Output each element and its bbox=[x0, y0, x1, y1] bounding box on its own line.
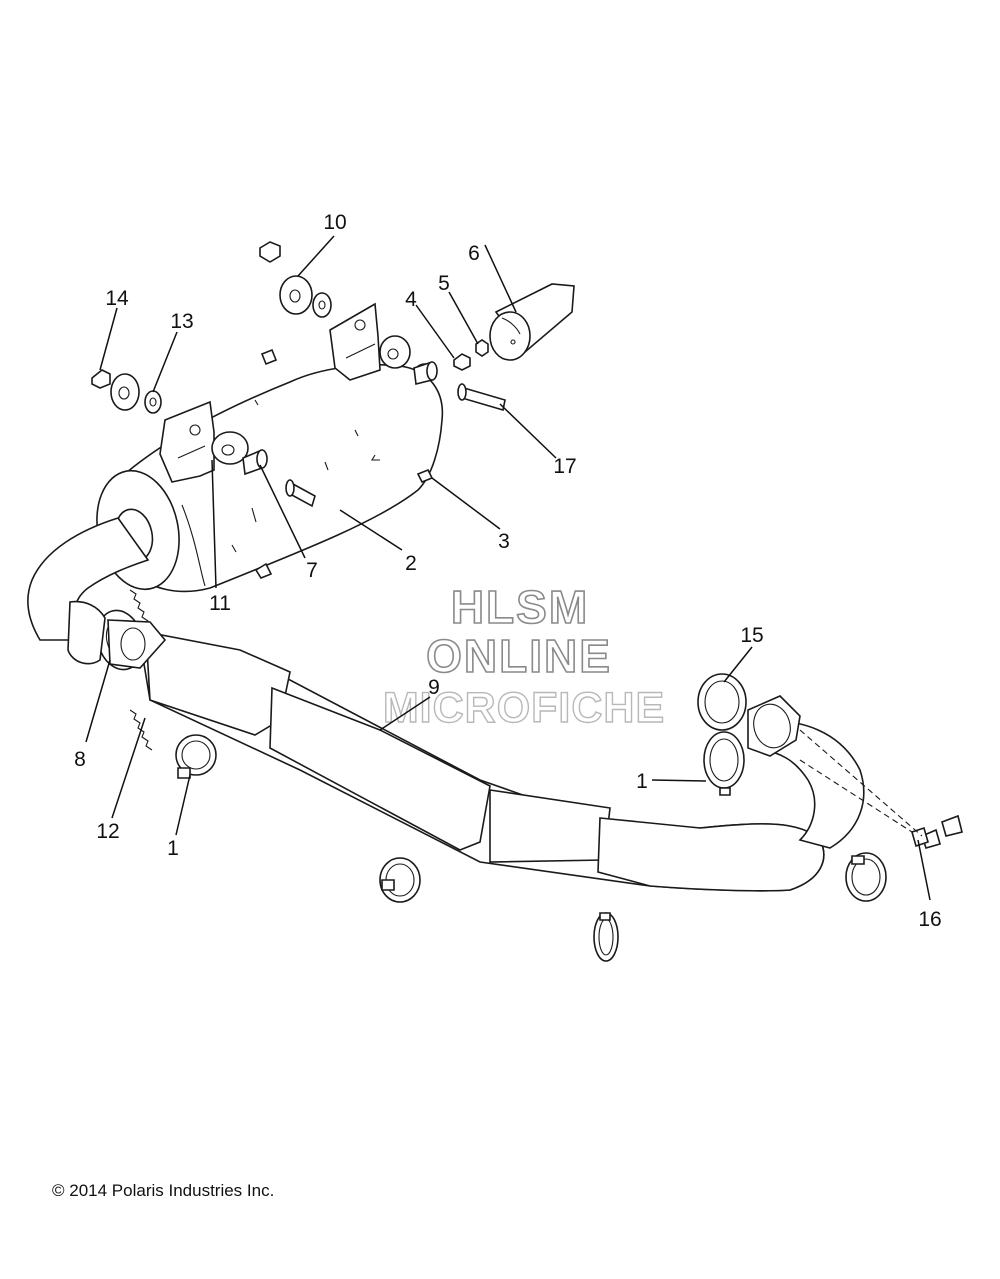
head-pipe-part bbox=[107, 619, 865, 892]
nut-part bbox=[91, 241, 471, 389]
watermark: HLSM ONLINE MICROFICHE bbox=[382, 580, 665, 733]
spacer-part bbox=[242, 361, 438, 476]
callout-1b: 1 bbox=[167, 837, 179, 860]
callout-15: 15 bbox=[740, 624, 763, 647]
callout-10: 10 bbox=[323, 211, 346, 234]
watermark-line-1: HLSM bbox=[451, 581, 589, 633]
hex-bolt-part bbox=[254, 348, 434, 579]
callout-17: 17 bbox=[553, 455, 576, 478]
callout-3: 3 bbox=[498, 530, 510, 553]
callout-labels: 10 6 14 13 4 5 17 3 7 2 11 15 9 8 1 12 1… bbox=[74, 211, 942, 931]
watermark-line-2: ONLINE bbox=[426, 630, 612, 682]
callout-14: 14 bbox=[105, 287, 129, 310]
callout-1a: 1 bbox=[636, 770, 648, 793]
gasket-part bbox=[697, 673, 747, 731]
callout-9: 9 bbox=[428, 676, 440, 699]
watermark-line-3: MICROFICHE bbox=[383, 684, 665, 732]
rubber-grommet-part bbox=[110, 275, 313, 411]
callout-12: 12 bbox=[96, 820, 119, 843]
callout-7: 7 bbox=[306, 559, 318, 582]
washer-part bbox=[144, 292, 332, 414]
flange-bolt-part bbox=[799, 729, 963, 849]
callout-2: 2 bbox=[405, 552, 417, 575]
callout-6: 6 bbox=[468, 242, 480, 265]
spark-arrestor-part bbox=[489, 283, 575, 361]
callout-4: 4 bbox=[405, 288, 417, 311]
callout-11: 11 bbox=[209, 592, 231, 615]
grommet-part bbox=[211, 335, 411, 465]
callout-13: 13 bbox=[170, 310, 193, 333]
callout-16: 16 bbox=[918, 908, 941, 931]
small-nut-part bbox=[475, 339, 489, 357]
callout-5: 5 bbox=[438, 272, 450, 295]
copyright-notice: © 2014 Polaris Industries Inc. bbox=[52, 1181, 275, 1200]
callout-8: 8 bbox=[74, 748, 86, 771]
bolt-part bbox=[285, 383, 506, 508]
leader-lines bbox=[85, 235, 931, 901]
